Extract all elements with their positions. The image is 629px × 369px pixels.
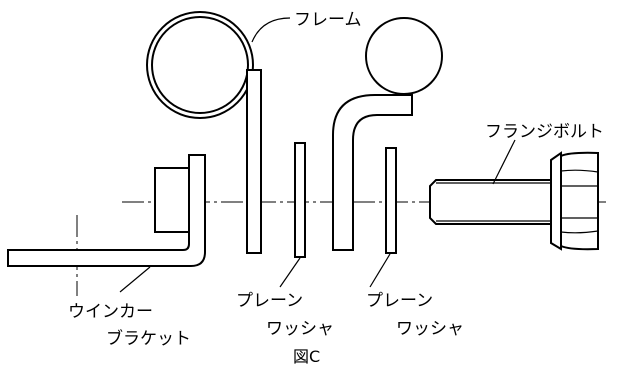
flange-bolt — [429, 151, 599, 251]
plain-washer-right-label-1: プレーン — [366, 291, 433, 311]
washer-left-leader — [279, 257, 301, 288]
frame-tube-right — [365, 17, 443, 95]
plain-washer-left-label-2: ワッシャ — [266, 319, 334, 339]
bracket-leader — [119, 266, 151, 293]
winker-bracket-label-2: ブラケット — [106, 328, 191, 349]
frame-leader — [251, 17, 291, 43]
flange-bolt-label: フランジボルト — [485, 122, 604, 142]
frame-plate — [246, 69, 262, 254]
plain-washer-left — [294, 142, 306, 258]
bolt-leader — [492, 139, 516, 185]
washer-right-leader — [369, 253, 391, 288]
plain-washer-right-label-2: ワッシャ — [396, 319, 464, 339]
frame-bent-plate — [332, 94, 413, 251]
winker-bracket-label-1: ウインカー — [68, 302, 153, 322]
plain-washer-left-label-1: プレーン — [236, 291, 303, 311]
plain-washer-right — [385, 147, 397, 254]
bracket-nut — [154, 167, 190, 233]
winker-bracket — [7, 154, 206, 267]
frame-label: フレーム — [294, 10, 362, 30]
frame-tube — [146, 11, 254, 119]
figure-caption: 図C — [293, 347, 320, 366]
